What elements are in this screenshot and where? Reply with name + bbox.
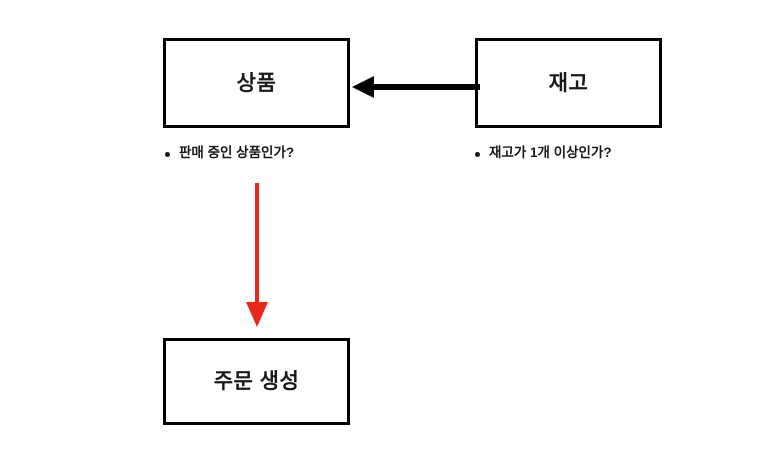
note-product-text: 판매 중인 상품인가? bbox=[179, 145, 295, 160]
node-product-label: 상품 bbox=[236, 71, 277, 95]
bullet-point-icon bbox=[165, 152, 170, 157]
node-order-create[interactable]: 주문 생성 bbox=[163, 338, 350, 425]
node-stock[interactable]: 재고 bbox=[475, 38, 662, 128]
node-product[interactable]: 상품 bbox=[163, 38, 350, 128]
node-order-create-label: 주문 생성 bbox=[213, 370, 300, 393]
note-stock-text: 재고가 1개 이상인가? bbox=[489, 145, 612, 160]
edge-product-to-order[interactable] bbox=[240, 180, 274, 330]
arrowhead-left-icon bbox=[352, 76, 374, 98]
edge-stock-to-product[interactable] bbox=[348, 70, 480, 104]
bullet-point-icon bbox=[475, 152, 480, 157]
arrowhead-down-icon bbox=[246, 302, 268, 327]
note-stock: 재고가 1개 이상인가? bbox=[475, 145, 612, 162]
node-stock-label: 재고 bbox=[548, 71, 589, 95]
note-product: 판매 중인 상품인가? bbox=[165, 145, 294, 162]
